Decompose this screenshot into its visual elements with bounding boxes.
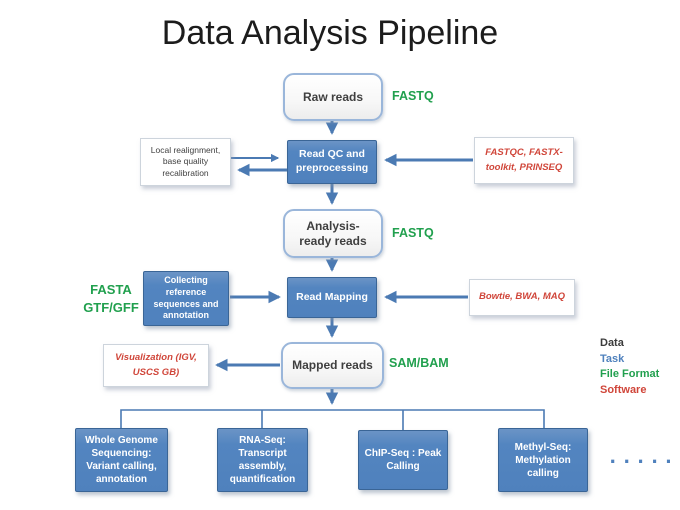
legend-item-file-format: File Format — [600, 368, 660, 380]
note-local-realignment: Local realignment, base quality recalibr… — [140, 138, 231, 186]
legend: Data Task File Format Software — [600, 336, 659, 398]
format-label-fastq-analysisready: FASTQ — [392, 226, 434, 240]
format-label-sam-bam: SAM/BAM — [389, 356, 449, 370]
node-methyl-seq: Methyl-Seq: Methylation calling — [498, 428, 588, 492]
node-analysis-ready-reads: Analysis-ready reads — [283, 209, 383, 258]
note-qc-software: FASTQC, FASTX-toolkit, PRINSEQ — [474, 137, 574, 184]
node-raw-reads: Raw reads — [283, 73, 383, 121]
legend-item-software: Software — [600, 383, 647, 396]
format-label-gtf-gff: GTF/GFF — [83, 299, 139, 315]
node-read-mapping: Read Mapping — [287, 277, 377, 318]
legend-item-data: Data — [600, 337, 624, 349]
note-visualization-software: Visualization (IGV, USCS GB) — [103, 344, 209, 387]
page-title: Data Analysis Pipeline — [161, 14, 499, 52]
node-mapped-reads: Mapped reads — [281, 342, 384, 389]
format-label-fastq-raw: FASTQ — [392, 89, 434, 103]
note-mapping-software: Bowtie, BWA, MAQ — [469, 279, 575, 316]
node-whole-genome-sequencing: Whole Genome Sequencing: Variant calling… — [75, 428, 168, 492]
node-chip-seq: ChIP-Seq : Peak Calling — [358, 430, 448, 490]
format-label-fasta: FASTA — [90, 282, 132, 297]
application-branch-connector — [120, 409, 545, 430]
node-read-qc-preprocessing: Read QC and preprocessing — [287, 140, 377, 184]
more-applications-dots: ...... — [607, 446, 680, 468]
format-label-fasta-gtf-gff: FASTA GTF/GFF — [81, 281, 141, 316]
legend-item-task: Task — [600, 352, 625, 365]
node-collecting-reference: Collecting reference sequences and annot… — [143, 271, 229, 326]
node-rna-seq: RNA-Seq: Transcript assembly, quantifica… — [217, 428, 308, 492]
